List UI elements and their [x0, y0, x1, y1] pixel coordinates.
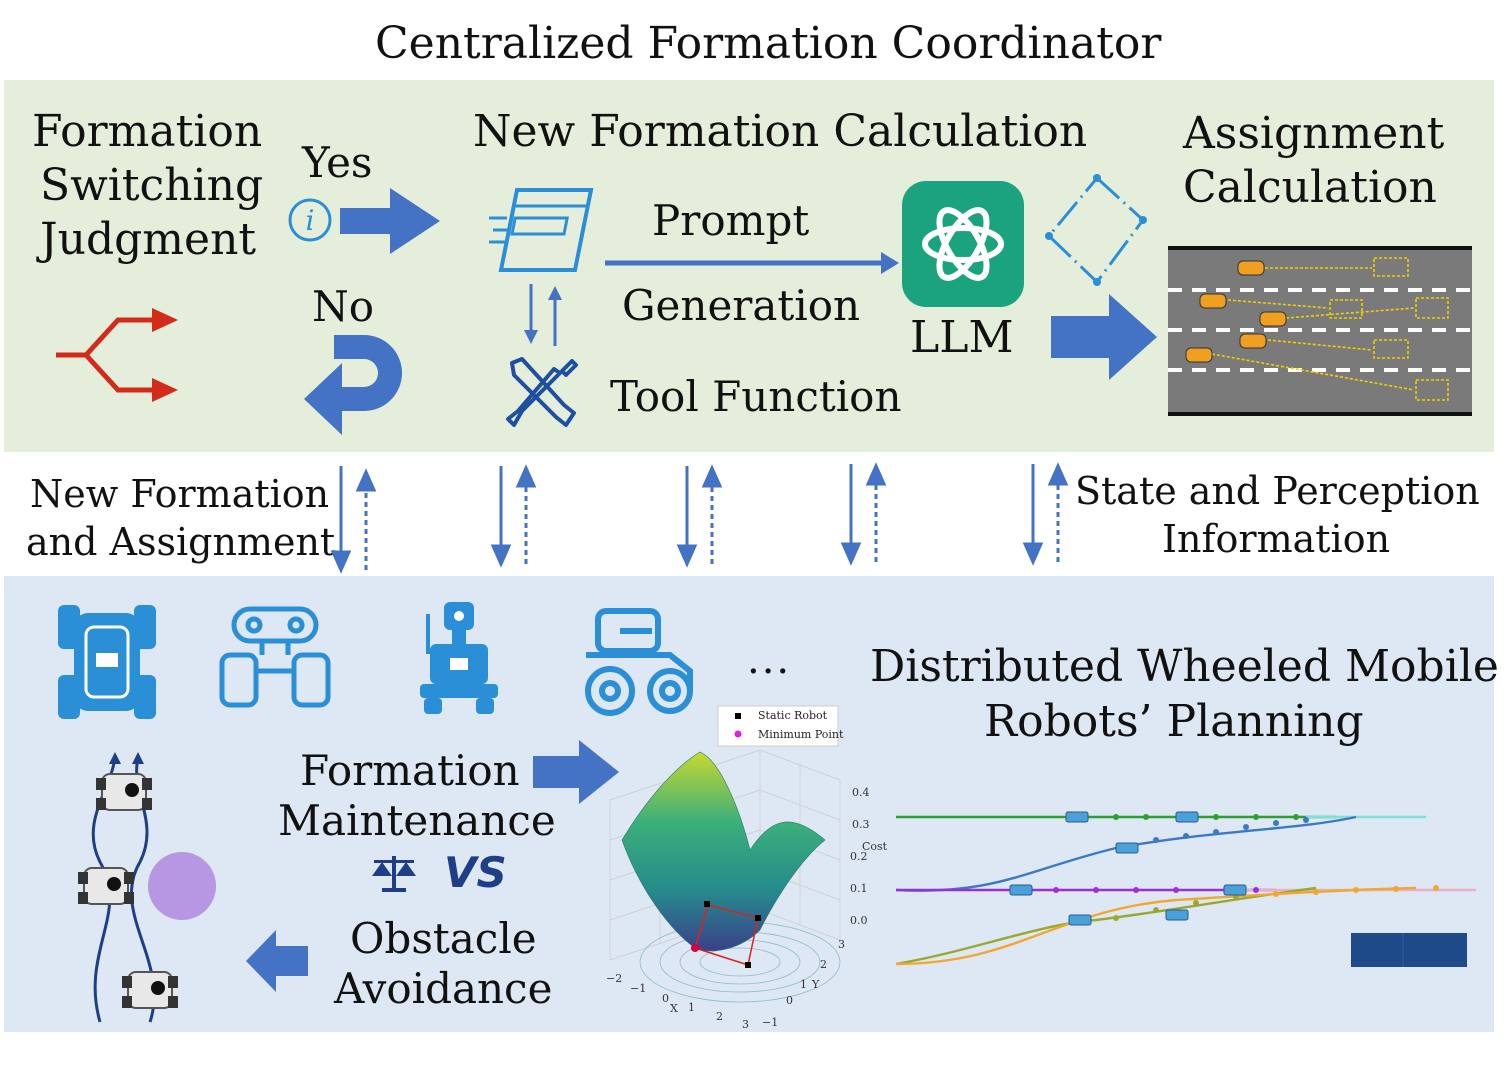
legend-static-robot: Static Robot — [758, 709, 828, 722]
legend-minimum-point: Minimum Point — [758, 728, 844, 741]
y-tick-5: −1 — [762, 1016, 778, 1029]
right-exchange-line-1: State and Perception — [1075, 469, 1480, 513]
exchange-arrow-pair-1 — [330, 466, 377, 574]
z-tick-5: 0.0 — [850, 914, 868, 927]
tools-icon — [506, 357, 578, 427]
obstacle-line-2: Avoidance — [334, 964, 553, 1013]
left-exchange-line-1: New Formation — [30, 472, 330, 516]
judgment-line-1: Formation — [32, 106, 263, 157]
vs-label: VS — [444, 848, 507, 897]
robot-unit-bottom — [122, 971, 178, 1009]
svg-text:i: i — [306, 204, 315, 237]
prompt-label: Prompt — [652, 196, 810, 245]
no-label: No — [312, 282, 375, 331]
maintenance-line-2: Maintenance — [278, 796, 556, 845]
info-icon: i — [288, 198, 332, 242]
judgment-line-2: Switching — [40, 160, 264, 211]
llm-label: LLM — [910, 312, 1014, 363]
communication-arrows — [330, 462, 1069, 574]
y-axis-label: Y — [811, 978, 820, 991]
tractor-robot-icon — [585, 608, 693, 716]
z-tick-1: 0.4 — [852, 786, 870, 799]
formation-shape-icon — [1045, 174, 1147, 286]
exchange-arrow-pair-4 — [840, 462, 887, 566]
y-tick-2: 2 — [820, 958, 827, 971]
yes-arrow-icon — [340, 188, 440, 254]
tool-function-label: Tool Function — [610, 372, 902, 421]
distributed-line-1: Distributed Wheeled Mobile — [870, 641, 1499, 692]
cost-surface-plot: Static Robot Minimum Point 0.4 0.3 0.2 0… — [606, 705, 888, 1031]
z-axis-label: Cost — [862, 840, 888, 853]
assignment-line-2: Calculation — [1183, 162, 1437, 213]
assignment-line-1: Assignment — [1183, 108, 1445, 159]
exchange-arrow-pair-3 — [676, 464, 723, 568]
obstacle-circle — [148, 852, 216, 920]
cost-surface — [621, 751, 826, 952]
z-tick-3: 0.2 — [850, 850, 868, 863]
x-tick-3: 0 — [662, 992, 669, 1005]
robot-unit-top — [96, 773, 152, 811]
minimum-point-marker — [691, 944, 699, 952]
assignment-road-illustration — [1168, 246, 1472, 416]
plot-legend: Static Robot Minimum Point — [717, 705, 844, 747]
y-tick-4: 0 — [786, 994, 793, 1007]
assignment-arrow-icon — [1051, 294, 1157, 380]
switch-icon — [56, 308, 178, 402]
tracked-robot-icon — [219, 606, 331, 708]
x-tick-4: 1 — [688, 1001, 695, 1014]
generation-label: Generation — [622, 281, 861, 330]
static-robot-marker-3 — [745, 962, 751, 968]
u-turn-icon — [304, 335, 402, 435]
y-tick-3: 1 — [800, 978, 807, 991]
left-exchange-line-2: and Assignment — [26, 520, 336, 564]
tool-exchange-arrows-icon — [524, 284, 562, 346]
x-tick-1: −2 — [606, 972, 622, 985]
right-exchange-line-2: Information — [1162, 517, 1391, 561]
yes-label: Yes — [302, 138, 373, 187]
obstacle-line-1: Obstacle — [350, 914, 537, 963]
x-tick-5: 2 — [716, 1010, 723, 1023]
x-tick-2: −1 — [630, 982, 646, 995]
static-robot-marker-2 — [755, 915, 761, 921]
robot-unit-middle — [78, 867, 134, 905]
y-tick-1: 3 — [838, 938, 845, 951]
distributed-line-2: Robots’ Planning — [984, 696, 1364, 747]
maintenance-line-1: Formation — [300, 746, 520, 795]
to-robots-arrow-icon — [246, 930, 308, 992]
balance-scale-icon — [372, 856, 416, 892]
trajectory-illustration — [895, 811, 1476, 967]
x-axis-label: X — [670, 1002, 678, 1015]
page-title: Centralized Formation Coordinator — [375, 18, 1162, 69]
x-tick-6: 3 — [742, 1018, 749, 1031]
formation-robots-illustration — [78, 752, 216, 1023]
to-cost-map-arrow-icon — [533, 740, 619, 804]
z-tick-2: 0.3 — [852, 818, 870, 831]
static-robot-marker-1 — [704, 901, 710, 907]
prompt-arrow-icon — [605, 252, 899, 274]
judgment-line-3: Judgment — [40, 214, 257, 265]
static-obstacle-block — [1351, 933, 1467, 967]
z-tick-4: 0.1 — [850, 882, 868, 895]
humanoid-robot-icon — [420, 602, 498, 714]
llm-icon — [902, 181, 1024, 307]
more-robots-ellipsis: ... — [747, 637, 792, 683]
calculation-document-icon — [489, 188, 594, 272]
new-formation-title: New Formation Calculation — [473, 106, 1088, 157]
exchange-arrow-pair-2 — [490, 464, 537, 568]
exchange-arrow-pair-5 — [1022, 462, 1069, 566]
robot-car-icon — [58, 605, 156, 719]
